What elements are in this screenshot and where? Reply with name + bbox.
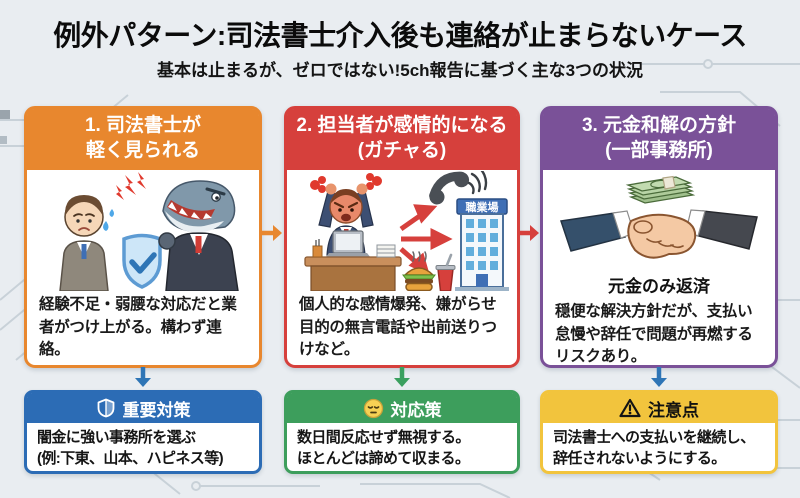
anger-symbol-icon <box>310 173 382 194</box>
countermeasure-3-header: 注意点 <box>543 393 775 423</box>
down-arrow-case-1 <box>135 367 151 387</box>
case-2-illustration: 職業場 <box>287 170 517 292</box>
case-3-illustration <box>543 174 775 270</box>
countermeasure-box-2: 対応策 数日間反応せず無視する。 ほとんどは諦めて収まる。 <box>284 390 520 474</box>
countermeasure-2-header: 対応策 <box>287 393 517 423</box>
angry-agent-harassment-illustration: 職業場 <box>304 171 509 292</box>
flow-arrow-1-to-2 <box>262 225 282 241</box>
case-3-title-line1: 3. 元金和解の方針 <box>581 115 737 136</box>
case-2-title-line1: 2. 担当者が感情的になる <box>296 115 508 136</box>
money-handshake-illustration <box>560 176 758 260</box>
case-3-title-line2: (一部事務所) <box>605 139 713 161</box>
case-2-description: 個人的な感情爆発、嫌がらせ目的の無言電話や出前送りつけなど。 <box>299 296 497 359</box>
countermeasure-2-label: 対応策 <box>390 400 442 420</box>
down-arrow-case-3 <box>651 367 667 387</box>
case-card-3: 3. 元金和解の方針 (一部事務所) <box>540 106 778 368</box>
case-1-title-line2: 軽く見られる <box>85 139 200 161</box>
case-1-title-line1: 1. 司法書士が <box>84 115 202 136</box>
countermeasure-2-text: 数日間反応せず無視する。 ほとんどは諦めて収まる。 <box>297 429 470 467</box>
case-card-1: 1. 司法書士が 軽く見られる <box>24 106 262 368</box>
case-1-illustration <box>27 170 259 292</box>
countermeasure-3-label: 注意点 <box>648 400 699 420</box>
down-arrow-case-2 <box>394 367 410 387</box>
case-3-description: 穏便な解決方針だが、支払い怠慢や辞任で問題が再燃するリスクあり。 <box>555 303 753 366</box>
case-1-description: 経験不足・弱腰な対応だと業者がつけ上がる。構わず連絡。 <box>39 296 237 359</box>
countermeasure-1-text: 闇金に強い事務所を選ぶ (例:下東、山本、ハピネス等) <box>37 429 224 467</box>
lightning-icon <box>116 172 146 201</box>
page-subtitle: 基本は止まるが、ゼロではない!5ch報告に基づく主な3つの状況 <box>156 61 644 80</box>
scrivener-vs-shark-illustration <box>59 172 239 292</box>
loan-shark-icon <box>158 180 239 292</box>
expressionless-face-icon <box>363 398 383 418</box>
money-stack-icon <box>625 176 696 205</box>
phone-icon <box>429 171 488 205</box>
warning-triangle-icon <box>619 398 641 418</box>
desk-icon <box>304 230 402 292</box>
case-3-caption: 元金のみ返済 <box>608 277 710 297</box>
countermeasure-1-label: 重要対策 <box>122 400 191 420</box>
worried-man-icon <box>59 195 114 292</box>
harassment-arrows-icon <box>399 204 453 276</box>
workplace-building-icon: 職業場 <box>455 198 509 292</box>
countermeasure-box-1: 重要対策 闇金に強い事務所を選ぶ (例:下東、山本、ハピネス等) <box>24 390 262 474</box>
countermeasure-3-text: 司法書士への支払いを継続し、 辞任されないようにする。 <box>553 429 755 467</box>
flow-arrow-2-to-3 <box>519 225 539 241</box>
case-2-title-line2: (ガチャる) <box>357 139 447 161</box>
shield-icon <box>97 398 114 418</box>
edge-pixel-decoration <box>0 110 10 119</box>
food-delivery-icon <box>402 251 456 292</box>
case-2-header: 2. 担当者が感情的になる (ガチャる) <box>287 109 517 171</box>
page-title: 例外パターン:司法書士介入後も連絡が止まらないケース <box>53 20 747 51</box>
building-sign-label: 職業場 <box>466 200 499 214</box>
handshake-icon <box>560 209 758 260</box>
case-card-2: 2. 担当者が感情的になる (ガチャる) <box>284 106 520 368</box>
countermeasure-1-header: 重要対策 <box>27 393 259 423</box>
shield-check-icon <box>122 234 162 290</box>
case-3-header: 3. 元金和解の方針 (一部事務所) <box>543 109 775 171</box>
case-1-header: 1. 司法書士が 軽く見られる <box>27 109 259 171</box>
countermeasure-box-3: 注意点 司法書士への支払いを継続し、 辞任されないようにする。 <box>540 390 778 474</box>
